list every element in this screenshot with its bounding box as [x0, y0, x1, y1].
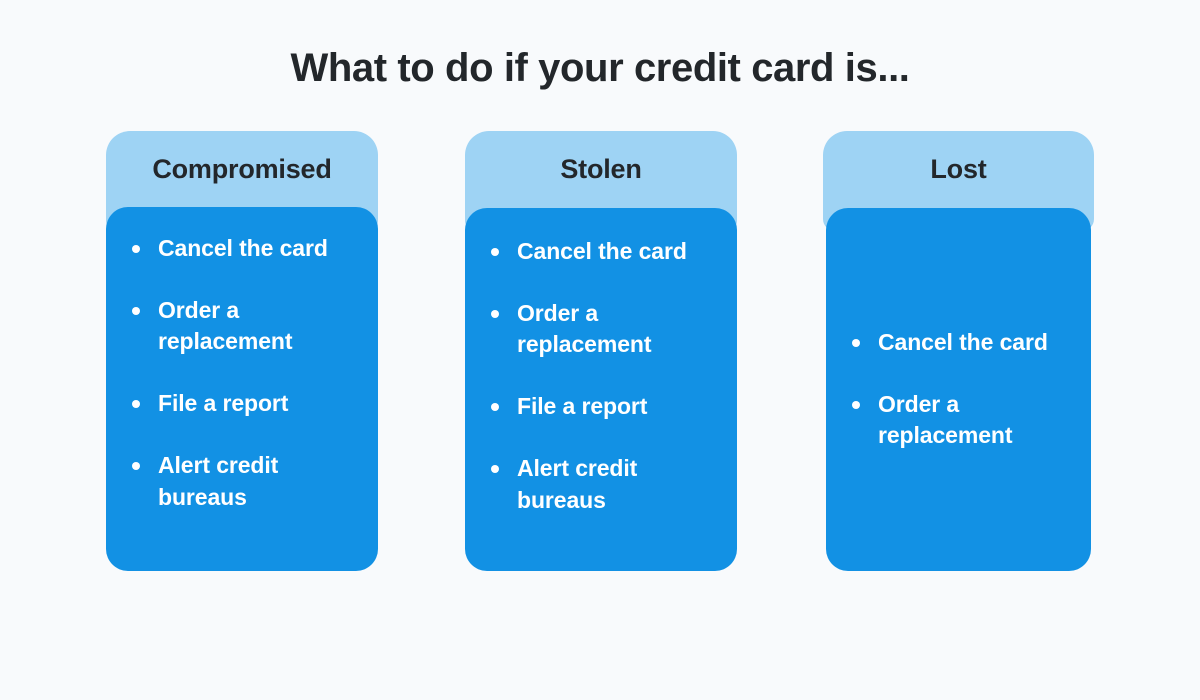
- bullet-list-compromised: Cancel the card Order a replacement File…: [106, 233, 378, 513]
- list-item-label: Cancel the card: [158, 235, 328, 261]
- bullet-dot-icon: [491, 403, 499, 412]
- bullet-dot-icon: [132, 306, 140, 315]
- list-item-label: Alert credit bureaus: [158, 451, 279, 510]
- list-item-label: Order a replacement: [878, 390, 1013, 449]
- list-item: Order a replacement: [826, 389, 1091, 452]
- card-body-lost: Cancel the card Order a replacement: [826, 208, 1091, 571]
- page-title: What to do if your credit card is...: [290, 46, 910, 90]
- list-item: Cancel the card: [106, 233, 378, 265]
- list-item: Alert credit bureaus: [465, 453, 737, 516]
- card-body-compromised: Cancel the card Order a replacement File…: [106, 207, 378, 571]
- bullet-dot-icon: [132, 400, 140, 409]
- bullet-dot-icon: [132, 461, 140, 470]
- list-item-label: File a report: [517, 393, 648, 420]
- list-item-label: Order a replacement: [158, 296, 293, 355]
- list-item: File a report: [465, 391, 737, 423]
- list-item-label: File a report: [158, 390, 289, 417]
- card-compromised: Compromised Cancel the card Order a repl…: [106, 131, 378, 571]
- card-title-lost: Lost: [930, 154, 987, 184]
- card-stolen: Stolen Cancel the card Order a replaceme…: [465, 131, 737, 571]
- card-title-compromised: Compromised: [152, 154, 332, 184]
- card-group: Compromised Cancel the card Order a repl…: [106, 131, 1094, 571]
- bullet-dot-icon: [491, 464, 499, 473]
- card-lost: Lost Cancel the card Order a replacement: [823, 131, 1094, 571]
- bullet-list-lost: Cancel the card Order a replacement: [826, 327, 1091, 452]
- bullet-dot-icon: [491, 248, 499, 256]
- list-item-label: Order a replacement: [517, 299, 652, 358]
- bullet-dot-icon: [852, 338, 860, 347]
- bullet-dot-icon: [132, 245, 140, 253]
- list-item: Alert credit bureaus: [106, 450, 378, 513]
- card-body-stolen: Cancel the card Order a replacement File…: [465, 208, 737, 571]
- list-item: File a report: [106, 388, 378, 420]
- list-item: Cancel the card: [465, 236, 737, 268]
- bullet-list-stolen: Cancel the card Order a replacement File…: [465, 236, 737, 516]
- list-item: Order a replacement: [106, 295, 378, 358]
- list-item-label: Alert credit bureaus: [517, 454, 638, 513]
- list-item-label: Cancel the card: [517, 238, 687, 264]
- card-title-stolen: Stolen: [560, 154, 642, 184]
- list-item: Cancel the card: [826, 327, 1091, 359]
- list-item: Order a replacement: [465, 298, 737, 361]
- bullet-dot-icon: [491, 309, 499, 318]
- bullet-dot-icon: [852, 400, 860, 409]
- list-item-label: Cancel the card: [878, 328, 1048, 355]
